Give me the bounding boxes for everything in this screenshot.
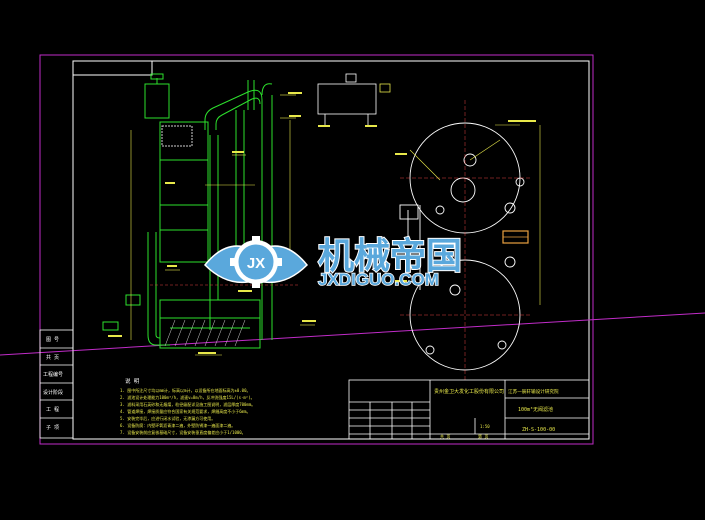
note-line: 4. 管道焊接，焊接质量应符合国家有关规范要求，焊缝高度不小于6mm。: [120, 408, 250, 414]
strip-label: 工程编号: [43, 371, 63, 378]
strip-label: 工 程: [46, 406, 59, 413]
plan-centerlines: [400, 100, 530, 380]
note-line: 6. 设备防腐：内壁环氧沥青漆二遍，外壁防锈漆一遍面漆二遍。: [120, 422, 235, 428]
outer-frame: [39, 54, 594, 445]
strip-label: 共 页: [46, 354, 59, 361]
title-company: 贵州金卫大发化工股份有限公司: [434, 388, 504, 395]
top-equipment-tag: [379, 83, 391, 93]
guide-line: [0, 312, 705, 356]
strip-label: 图 号: [46, 337, 59, 343]
emblem-letters: JX: [247, 255, 265, 272]
title-sheet-total: 共 页: [440, 433, 450, 439]
title-drawing-name: 100m³无阀滤池: [518, 406, 553, 413]
title-scale: 1:50: [480, 424, 490, 429]
border-notch: [73, 61, 153, 76]
note-line: 1. 图中所注尺寸均以mm计，标高以m计，以设备所在地面标高为±0.00。: [120, 387, 251, 393]
note-line: 2. 滤池设计处理能力100m³/h，滤速v=8m/h，反冲洗强度15L/(s·…: [120, 394, 255, 400]
base-hatch: [164, 319, 246, 347]
note-line: 7. 设备安装前应复核基础尺寸，设备安装垂直度偏差应小于1/1000。: [120, 429, 246, 435]
watermark-url: JXDIGUO.COM: [318, 270, 439, 289]
title-block: [348, 379, 590, 440]
left-revision-strip: [39, 329, 74, 439]
strip-label: 设计阶段: [43, 389, 63, 396]
note-line: 5. 安装完毕后，应进行闭水试验，无渗漏方可使用。: [120, 415, 215, 421]
plan-dimensions: [409, 124, 541, 305]
elevation-dimensions: [130, 94, 315, 356]
watermark-emblem: JX: [203, 236, 309, 288]
notes-heading: 说 明: [125, 377, 140, 385]
strip-label: 子 项: [46, 424, 59, 431]
title-drawing-no: ZH-S-100-00: [522, 427, 555, 433]
title-sheet-no: 第 页: [478, 433, 488, 439]
watermark-title: 机械帝国: [318, 236, 462, 277]
title-institute: 江苏一辰轩输设计研究院: [508, 388, 559, 395]
annotation-marks: [108, 92, 536, 354]
top-equipment: [317, 73, 377, 125]
note-line: 3. 滤料采用石英砂和无烟煤，粒径级配详见施工图说明，滤层厚度700mm。: [120, 401, 255, 407]
elevation-view: [102, 73, 273, 349]
inner-border: [72, 60, 590, 440]
